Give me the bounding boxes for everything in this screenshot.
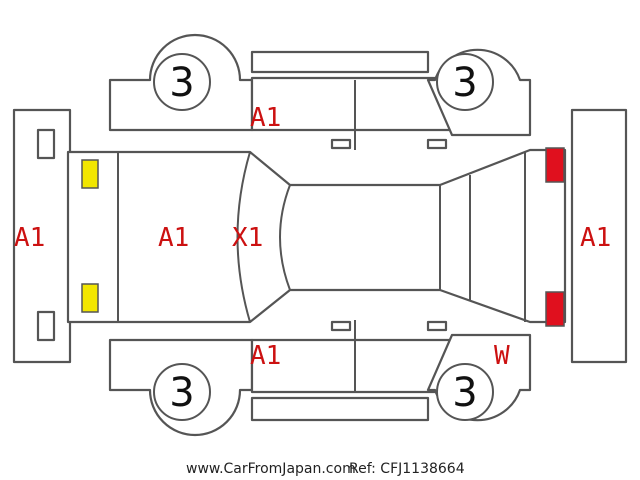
mark-windshield: X1	[232, 223, 263, 253]
footer-site: www.CarFromJapan.com	[186, 461, 356, 477]
tire-front-right-grade: 3	[169, 370, 194, 416]
front-bumper	[12, 108, 72, 364]
tire-rear-left: 3	[436, 53, 494, 111]
rear-bumper	[570, 108, 628, 364]
front-lamp-right	[81, 283, 99, 313]
mark-rear-right-fender: W	[494, 341, 510, 371]
tire-front-left: 3	[153, 53, 211, 111]
mark-rear-bumper: A1	[580, 223, 611, 253]
tire-rear-left-grade: 3	[452, 60, 477, 106]
tire-rear-right-grade: 3	[452, 370, 477, 416]
mark-hood: A1	[158, 223, 189, 253]
rear-lamp-right	[545, 291, 565, 327]
front-lamp-left	[81, 159, 99, 189]
mark-left-fender: A1	[250, 103, 281, 133]
tire-rear-right: 3	[436, 363, 494, 421]
footer-ref: Ref: CFJ1138664	[349, 461, 465, 477]
tire-front-left-grade: 3	[169, 60, 194, 106]
rear-lamp-left	[545, 147, 565, 183]
tire-front-right: 3	[153, 363, 211, 421]
mark-front-bumper: A1	[14, 223, 45, 253]
mark-right-fender: A1	[250, 341, 281, 371]
car-body-top-view	[66, 148, 567, 324]
